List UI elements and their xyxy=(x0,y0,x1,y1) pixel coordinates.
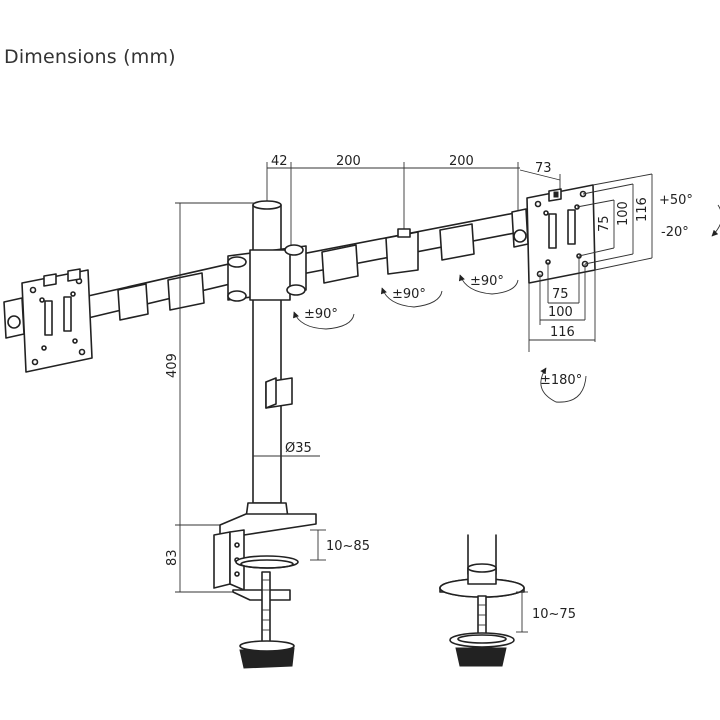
rot-rotate: ±180° xyxy=(540,373,582,388)
rot-swivel-b: ±90° xyxy=(392,287,426,302)
central-hub xyxy=(227,244,307,302)
dim-top-42: 42 xyxy=(271,154,288,169)
dim-right-116: 116 xyxy=(635,197,650,222)
height-dimension-lines xyxy=(175,202,255,593)
right-arm xyxy=(280,211,521,284)
dim-top-200-left: 200 xyxy=(336,154,361,169)
dim-bottom-116: 116 xyxy=(550,325,575,340)
rotation-labels: +50° -20° ±90° ±90° ±90° ±180° xyxy=(304,193,693,388)
page-title: Dimensions (mm) xyxy=(4,46,176,68)
vesa-right-dimension-lines xyxy=(576,173,653,271)
dim-height-83: 83 xyxy=(165,549,180,566)
dim-top-73: 73 xyxy=(535,161,552,176)
dim-height-409: 409 xyxy=(165,353,180,378)
rot-tilt-up: +50° xyxy=(659,193,693,208)
dim-pole-diameter: Ø35 xyxy=(285,441,312,456)
dim-bottom-100: 100 xyxy=(548,305,573,320)
dim-grommet-range: 10~75 xyxy=(532,607,576,622)
pole-collar xyxy=(265,377,293,409)
pole xyxy=(252,200,282,504)
left-vesa-plate xyxy=(3,268,93,373)
dim-right-100: 100 xyxy=(616,201,631,226)
rot-tilt-down: -20° xyxy=(661,225,689,240)
dim-bottom-75: 75 xyxy=(552,287,569,302)
rotation-arrows xyxy=(293,204,720,403)
dimension-labels: 42 200 200 73 75 100 116 75 100 116 409 … xyxy=(165,154,650,622)
dim-right-75: 75 xyxy=(597,215,612,232)
dim-clamp-range: 10~85 xyxy=(326,539,370,554)
grommet-mount xyxy=(439,534,528,667)
top-dimension-lines xyxy=(266,162,561,248)
rot-swivel-c: ±90° xyxy=(470,274,504,289)
right-vesa-plate xyxy=(511,184,596,284)
rot-swivel-a: ±90° xyxy=(304,307,338,322)
desk-clamp xyxy=(213,502,326,669)
dim-top-200-right: 200 xyxy=(449,154,474,169)
vesa-bottom-dimension-lines xyxy=(528,256,596,352)
